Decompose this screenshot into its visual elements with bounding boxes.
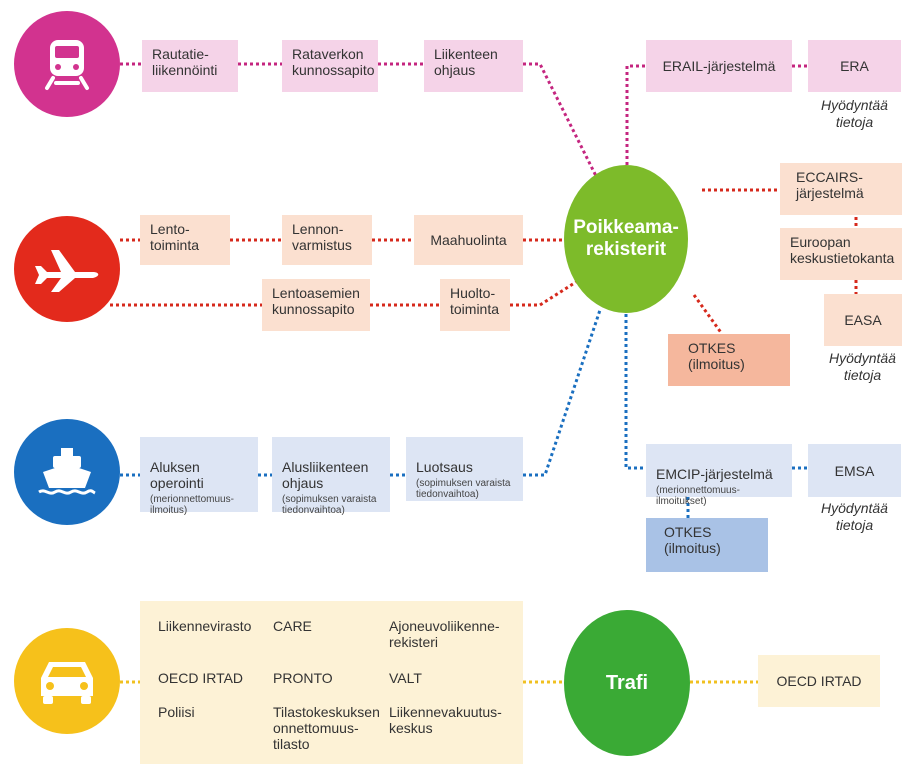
road-source: VALT xyxy=(389,670,422,686)
road-sources-panel: Liikennevirasto CARE Ajoneuvoliikenne- r… xyxy=(140,601,523,764)
sea-circle xyxy=(14,419,120,525)
rail-box: Rataverkon kunnossapito xyxy=(282,40,378,92)
emcip-connector xyxy=(624,314,646,470)
trafi-hub: Trafi xyxy=(564,610,690,756)
trafi-label: Trafi xyxy=(605,672,649,694)
otkes-air-box: OTKES (ilmoitus) xyxy=(668,334,790,386)
air-box: Huolto- toiminta xyxy=(440,279,510,331)
usage-note: Hyödyntää tietoja xyxy=(821,97,888,130)
road-source: Ajoneuvoliikenne- rekisteri xyxy=(389,618,500,650)
oecd-irtad-box: OECD IRTAD xyxy=(758,655,880,707)
rail-box: Liikenteen ohjaus xyxy=(424,40,523,92)
air-circle xyxy=(14,216,120,322)
easa-box: EASA xyxy=(824,294,902,346)
emcip-box: EMCIP-järjestelmä (merionnettomuus- ilmo… xyxy=(646,444,792,507)
road-circle xyxy=(14,628,120,734)
usage-note: Hyödyntää tietoja xyxy=(821,500,888,533)
poikkeamarekisterit-hub: Poikkeama- rekisterit xyxy=(564,165,688,313)
sea-box-sub: (merionnettomuus- ilmoitus) xyxy=(150,494,234,516)
train-icon xyxy=(45,40,89,90)
erail-connector xyxy=(625,64,646,165)
airplane-icon xyxy=(35,250,99,292)
road-source: OECD IRTAD xyxy=(158,670,244,686)
road-source: Liikennevakuutus- keskus xyxy=(389,704,502,736)
road-source: CARE xyxy=(273,618,312,634)
eccairs-box: ECCAIRS- järjestelmä xyxy=(780,163,902,215)
sea-connector xyxy=(523,309,602,477)
sea-box-title: Aluksen operointi xyxy=(150,459,204,491)
air-box: Lento- toiminta xyxy=(140,215,230,265)
ship-icon xyxy=(38,448,96,495)
road-source: Poliisi xyxy=(158,704,195,720)
sea-box-title: Alusliikenteen ohjaus xyxy=(282,459,369,491)
car-icon xyxy=(41,662,93,704)
sea-box-title: Luotsaus xyxy=(416,459,473,475)
air-connector xyxy=(510,280,577,307)
era-box: ERA xyxy=(808,40,901,92)
air-box: Lennon- varmistus xyxy=(282,215,372,265)
air-box: Maahuolinta xyxy=(414,215,523,265)
emcip-title: EMCIP-järjestelmä xyxy=(656,466,773,482)
emcip-sub: (merionnettomuus- ilmoitukset) xyxy=(656,485,740,507)
air-box: Lentoasemien kunnossapito xyxy=(262,279,370,331)
rail-connector xyxy=(523,62,600,181)
otkes-sea-box: OTKES (ilmoitus) xyxy=(646,518,768,572)
sea-box: Aluksen operointi (merionnettomuus- ilmo… xyxy=(140,437,258,516)
rail-box: Rautatie- liikennöinti xyxy=(142,40,238,92)
emsa-box: EMSA xyxy=(808,444,901,497)
rail-circle xyxy=(14,11,120,117)
road-source: PRONTO xyxy=(273,670,333,686)
sea-box: Luotsaus (sopimuksen varaista tiedonvaih… xyxy=(406,437,523,501)
sea-box: Alusliikenteen ohjaus (sopimuksen varais… xyxy=(272,437,390,516)
hub-label: Poikkeama- rekisterit xyxy=(573,217,679,260)
erail-box: ERAIL-järjestelmä xyxy=(646,40,792,92)
sea-box-sub: (sopimuksen varaista tiedonvaihtoa) xyxy=(416,478,511,500)
sea-box-sub: (sopimuksen varaista tiedonvaihtoa) xyxy=(282,494,377,516)
eurooppa-box: Euroopan keskustietokanta xyxy=(780,228,902,280)
usage-note: Hyödyntää tietoja xyxy=(829,350,896,383)
road-source: Liikennevirasto xyxy=(158,618,252,634)
road-source: Tilastokeskuksen onnettomuus- tilasto xyxy=(273,704,380,752)
otkes-connector xyxy=(692,294,724,335)
